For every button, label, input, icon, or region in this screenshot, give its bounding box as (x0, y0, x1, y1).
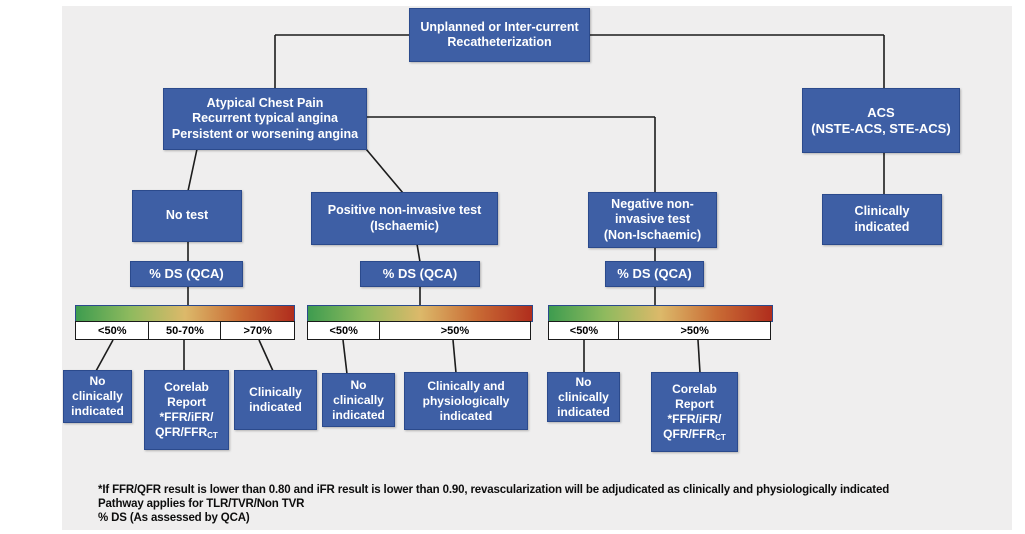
acs-node: ACS (NSTE-ACS, STE-ACS) (802, 88, 960, 153)
outcome-no-clinically-indicated-left: No clinically indicated (63, 370, 132, 423)
positive-test-label: Positive non-invasive test (Ischaemic) (327, 203, 482, 233)
outcome-no-clinically-indicated-middle: No clinically indicated (322, 373, 395, 427)
connector-line (342, 339, 348, 375)
connector-line (416, 243, 421, 263)
connector-line (452, 339, 457, 374)
negative-test-node: Negative non- invasive test (Non-Ischaem… (588, 192, 717, 248)
corelab-qfr-ffr-line: QFR/FFRCT (155, 424, 218, 440)
footnote-ffr-threshold: *If FFR/QFR result is lower than 0.80 an… (98, 484, 890, 496)
severity-gradient-bar-left (75, 305, 295, 322)
outcome-clinically-indicated-left: Clinically indicated (234, 370, 317, 430)
acs-clinically-indicated-label: Clinically indicated (854, 204, 910, 234)
severity-gradient-bar-right (548, 305, 773, 322)
outcome-label: Clinically indicated (249, 385, 302, 414)
ffr-ct-subscript: CT (207, 430, 218, 440)
root-node-recatheterization: Unplanned or Inter-current Recatheteriza… (409, 8, 590, 62)
ffr-ct-subscript: CT (715, 432, 726, 442)
no-test-label: No test (165, 208, 209, 223)
stenosis-range-cells-left: <50% 50-70% >70% (75, 321, 295, 340)
positive-test-node: Positive non-invasive test (Ischaemic) (311, 192, 498, 245)
connector-line (365, 148, 404, 194)
outcome-corelab-report-right: Corelab Report *FFR/iFR/ QFR/FFRCT (651, 372, 738, 452)
ds-qca-label: % DS (QCA) (382, 266, 458, 282)
outcome-label: Clinically and physiologically indicated (422, 378, 510, 423)
range-cell: >50% (618, 321, 772, 340)
range-cell: 50-70% (147, 321, 223, 340)
connector-line (187, 148, 198, 192)
ds-qca-node-middle: % DS (QCA) (360, 261, 480, 287)
outcome-no-clinically-indicated-right: No clinically indicated (547, 372, 620, 422)
range-cell: <50% (307, 321, 381, 340)
stenosis-range-cells-right: <50% >50% (548, 321, 773, 340)
range-cell: >50% (378, 321, 532, 340)
negative-test-label: Negative non- invasive test (Non-Ischaem… (603, 197, 702, 242)
connector-line (95, 339, 114, 372)
connector-line (697, 339, 701, 374)
ds-qca-label: % DS (QCA) (149, 266, 224, 282)
acs-label: ACS (NSTE-ACS, STE-ACS) (811, 104, 951, 136)
outcome-label: No clinically indicated (332, 377, 385, 422)
ds-qca-label: % DS (QCA) (617, 266, 692, 282)
outcome-label: Corelab Report *FFR/iFR/ QFR/FFRCT (663, 381, 726, 442)
stenosis-range-cells-middle: <50% >50% (307, 321, 533, 340)
no-test-node: No test (132, 190, 242, 242)
outcome-corelab-report-left: Corelab Report *FFR/iFR/ QFR/FFRCT (144, 370, 229, 450)
root-node-label: Unplanned or Inter-current Recatheteriza… (420, 19, 579, 49)
footnotes: *If FFR/QFR result is lower than 0.80 an… (98, 483, 928, 525)
range-cell: <50% (75, 321, 150, 340)
corelab-qfr-ffr-line: QFR/FFRCT (663, 426, 726, 442)
outcome-label: No clinically indicated (71, 374, 124, 418)
atypical-chest-pain-label: Atypical Chest Pain Recurrent typical an… (171, 96, 359, 141)
atypical-chest-pain-node: Atypical Chest Pain Recurrent typical an… (163, 88, 367, 150)
ds-qca-node-left: % DS (QCA) (130, 261, 243, 287)
ds-qca-node-right: % DS (QCA) (605, 261, 704, 287)
outcome-label: Corelab Report *FFR/iFR/ QFR/FFRCT (155, 379, 218, 440)
footnote-ds-qca: % DS (As assessed by QCA) (98, 512, 250, 524)
connector-line (258, 339, 274, 372)
acs-clinically-indicated-node: Clinically indicated (822, 194, 942, 245)
outcome-label: No clinically indicated (557, 374, 610, 419)
severity-gradient-bar-middle (307, 305, 533, 322)
range-cell: >70% (220, 321, 295, 340)
outcome-clinically-physiologically-indicated: Clinically and physiologically indicated (404, 372, 528, 430)
range-cell: <50% (548, 321, 620, 340)
footnote-pathway: Pathway applies for TLR/TVR/Non TVR (98, 498, 305, 510)
